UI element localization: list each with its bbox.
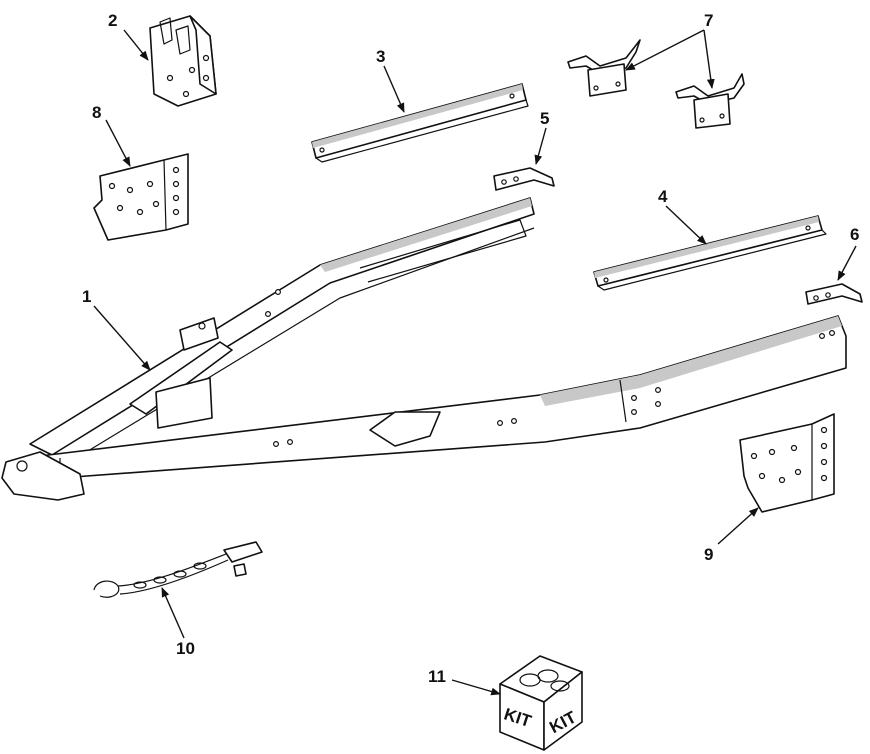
part-6-strap [805,283,863,305]
part-7-saddle-bracket-b [675,73,745,129]
part-1-tongue-frame [1,197,847,501]
callout-1: 1 [82,287,91,306]
part-3-angle-bar [311,83,529,163]
part-9-mount-plate [739,413,835,513]
part-8-mount-plate [93,153,189,241]
part-4-angle-bar [593,215,827,291]
callout-10: 10 [176,639,195,658]
callout-3: 3 [376,47,385,66]
part-5-strap [493,167,555,191]
callout-5: 5 [540,109,549,128]
callout-8: 8 [92,103,101,122]
callout-9: 9 [704,545,713,564]
callout-11: 11 [428,667,446,686]
callout-6: 6 [850,225,859,244]
callout-labels: 1 2 3 4 5 6 7 8 9 10 11 [82,11,859,686]
part-7-saddle-bracket-a [567,39,641,97]
callout-7: 7 [704,11,713,30]
part-11-kit-box: KIT KIT [499,655,583,751]
part-2-jack-bracket [149,15,217,107]
callout-4: 4 [658,187,668,206]
callout-2: 2 [108,11,117,30]
leader-lines [93,29,857,696]
part-10-safety-chain [93,541,263,598]
